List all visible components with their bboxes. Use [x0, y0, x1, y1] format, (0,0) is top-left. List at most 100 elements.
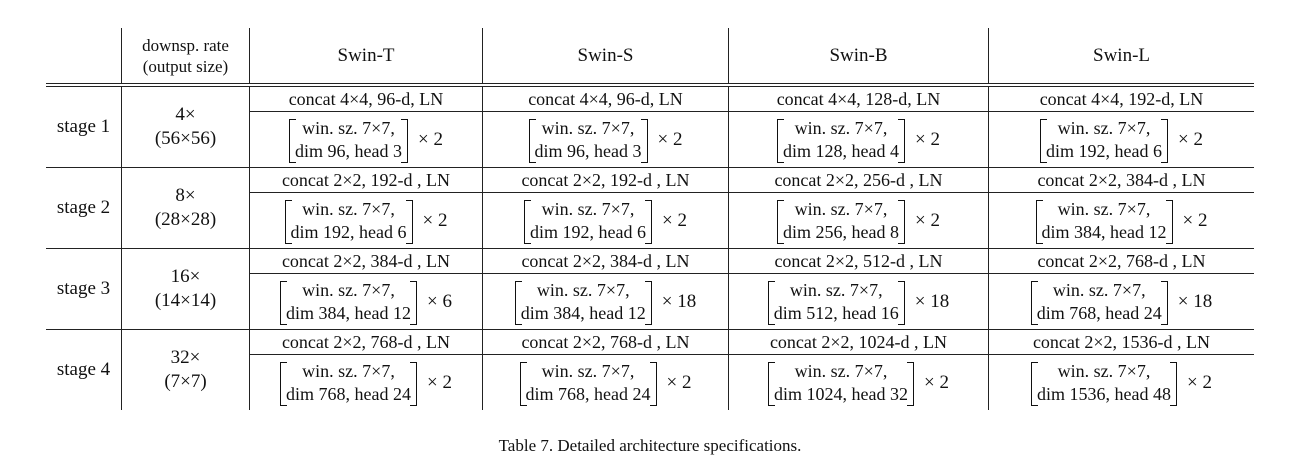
dim-heads: dim 192, head 6	[290, 221, 407, 242]
bracket-matrix: win. sz. 7×7,dim 384, head 12	[514, 279, 652, 325]
block-spec: win. sz. 7×7,dim 192, head 6 × 2	[1040, 117, 1203, 163]
repeat-count: × 2	[427, 371, 452, 393]
block-spec: win. sz. 7×7,dim 768, head 24 × 2	[280, 360, 452, 406]
concat-cell: concat 2×2, 192-d , LN	[482, 168, 728, 192]
concat-cell: concat 2×2, 384-d , LN	[482, 249, 728, 273]
dim-heads: dim 512, head 16	[773, 302, 899, 323]
window-size: win. sz. 7×7,	[794, 117, 888, 138]
block-spec: win. sz. 7×7,dim 192, head 6× 2	[284, 198, 447, 244]
stage-rate-factor: 16×	[170, 266, 201, 287]
concat-cell: concat 2×2, 384-d , LN	[249, 249, 482, 273]
block-spec: win. sz. 7×7,dim 1024, head 32× 2	[768, 360, 949, 406]
window-size: win. sz. 7×7,	[541, 117, 635, 138]
block-cell: win. sz. 7×7,dim 96, head 3× 2	[249, 112, 482, 167]
window-size: win. sz. 7×7,	[302, 117, 395, 138]
header-row: downsp. rate (output size) Swin-T Swin-S…	[46, 28, 1254, 83]
block-spec: win. sz. 7×7,dim 96, head 3 × 2	[528, 117, 683, 163]
block-spec: win. sz. 7×7,dim 128, head 4× 2	[777, 117, 940, 163]
stage-rate-factor: 8×	[175, 185, 196, 206]
dim-heads: dim 384, head 12	[1041, 221, 1167, 242]
bracket-matrix: win. sz. 7×7,dim 384, head 12	[280, 279, 417, 325]
dim-heads: dim 768, head 24	[1036, 302, 1162, 323]
window-size: win. sz. 7×7,	[1052, 279, 1146, 300]
dim-heads: dim 1536, head 48	[1037, 383, 1171, 404]
block-spec: win. sz. 7×7,dim 384, head 12× 18	[514, 279, 696, 325]
repeat-count: × 2	[1182, 209, 1208, 231]
block-cell: win. sz. 7×7,dim 128, head 4× 2	[728, 112, 988, 167]
header-rate: downsp. rate (output size)	[121, 28, 249, 83]
dim-heads: dim 192, head 6	[530, 221, 646, 242]
bracket-matrix: win. sz. 7×7,dim 1024, head 32	[768, 360, 914, 406]
block-spec: win. sz. 7×7,dim 256, head 8 × 2	[777, 198, 940, 244]
dim-heads: dim 384, head 12	[286, 302, 411, 323]
repeat-count: × 2	[666, 371, 692, 393]
architecture-table: downsp. rate (output size) Swin-T Swin-S…	[46, 28, 1254, 410]
concat-cell: concat 2×2, 768-d , LN	[482, 330, 728, 354]
stage-output-size: (14×14)	[154, 290, 217, 311]
block-spec: win. sz. 7×7,dim 384, head 12× 6	[280, 279, 452, 325]
dim-heads: dim 768, head 24	[525, 383, 651, 404]
bracket-matrix: win. sz. 7×7,dim 256, head 8	[777, 198, 905, 244]
block-spec: win. sz. 7×7,dim 1536, head 48 × 2	[1031, 360, 1212, 406]
stage-label: stage 3	[56, 278, 111, 299]
bracket-matrix: win. sz. 7×7,dim 192, head 6	[1040, 117, 1168, 163]
block-cell: win. sz. 7×7,dim 768, head 24 × 2	[482, 355, 728, 410]
stage-output-size: (28×28)	[154, 209, 217, 230]
stage-rate: 32×(7×7)	[121, 330, 249, 410]
bracket-matrix: win. sz. 7×7,dim 192, head 6	[284, 198, 413, 244]
block-cell: win. sz. 7×7,dim 256, head 8 × 2	[728, 193, 988, 248]
repeat-count: × 2	[662, 209, 687, 231]
dim-heads: dim 128, head 4	[783, 140, 899, 161]
block-spec: win. sz. 7×7,dim 384, head 12 × 2	[1035, 198, 1208, 244]
block-cell: win. sz. 7×7,dim 384, head 12× 6	[249, 274, 482, 329]
window-size: win. sz. 7×7,	[302, 360, 395, 381]
dim-heads: dim 1024, head 32	[774, 383, 908, 404]
header-swin-b: Swin-B	[728, 28, 988, 83]
bracket-matrix: win. sz. 7×7,dim 768, head 24	[1030, 279, 1168, 325]
bracket-matrix: win. sz. 7×7,dim 768, head 24	[519, 360, 657, 406]
window-size: win. sz. 7×7,	[1057, 117, 1151, 138]
block-cell: win. sz. 7×7,dim 1024, head 32× 2	[728, 355, 988, 410]
block-cell: win. sz. 7×7,dim 192, head 6× 2	[249, 193, 482, 248]
window-size: win. sz. 7×7,	[541, 198, 635, 219]
stage-output-size: (7×7)	[164, 371, 207, 392]
stage-label: stage 1	[56, 116, 111, 137]
block-spec: win. sz. 7×7,dim 96, head 3× 2	[289, 117, 443, 163]
bracket-matrix: win. sz. 7×7,dim 128, head 4	[777, 117, 905, 163]
bracket-matrix: win. sz. 7×7,dim 384, head 12	[1035, 198, 1173, 244]
repeat-count: × 2	[657, 128, 683, 150]
header-swin-l: Swin-L	[988, 28, 1254, 83]
stage-rate: 8× (28×28)	[121, 168, 249, 248]
window-size: win. sz. 7×7,	[1057, 360, 1151, 381]
dim-heads: dim 96, head 3	[534, 140, 642, 161]
repeat-count: × 2	[1187, 371, 1212, 393]
block-spec: win. sz. 7×7,dim 192, head 6 × 2	[524, 198, 687, 244]
repeat-count: × 2	[1178, 128, 1203, 150]
concat-cell: concat 2×2, 384-d , LN	[988, 168, 1254, 192]
window-size: win. sz. 7×7,	[302, 279, 395, 300]
concat-cell: concat 2×2, 192-d , LN	[249, 168, 482, 192]
stage-output-size: (56×56)	[154, 128, 217, 149]
block-cell: win. sz. 7×7,dim 192, head 6 × 2	[988, 112, 1254, 167]
bracket-matrix: win. sz. 7×7,dim 768, head 24	[280, 360, 417, 406]
repeat-count: × 2	[915, 209, 940, 231]
block-cell: win. sz. 7×7,dim 384, head 12 × 2	[988, 193, 1254, 248]
dim-heads: dim 256, head 8	[783, 221, 899, 242]
block-cell: win. sz. 7×7,dim 1536, head 48 × 2	[988, 355, 1254, 410]
repeat-count: × 2	[418, 128, 443, 150]
bracket-matrix: win. sz. 7×7,dim 96, head 3	[528, 117, 648, 163]
repeat-count: × 18	[914, 290, 950, 312]
window-size: win. sz. 7×7,	[1057, 198, 1151, 219]
window-size: win. sz. 7×7,	[302, 198, 395, 219]
